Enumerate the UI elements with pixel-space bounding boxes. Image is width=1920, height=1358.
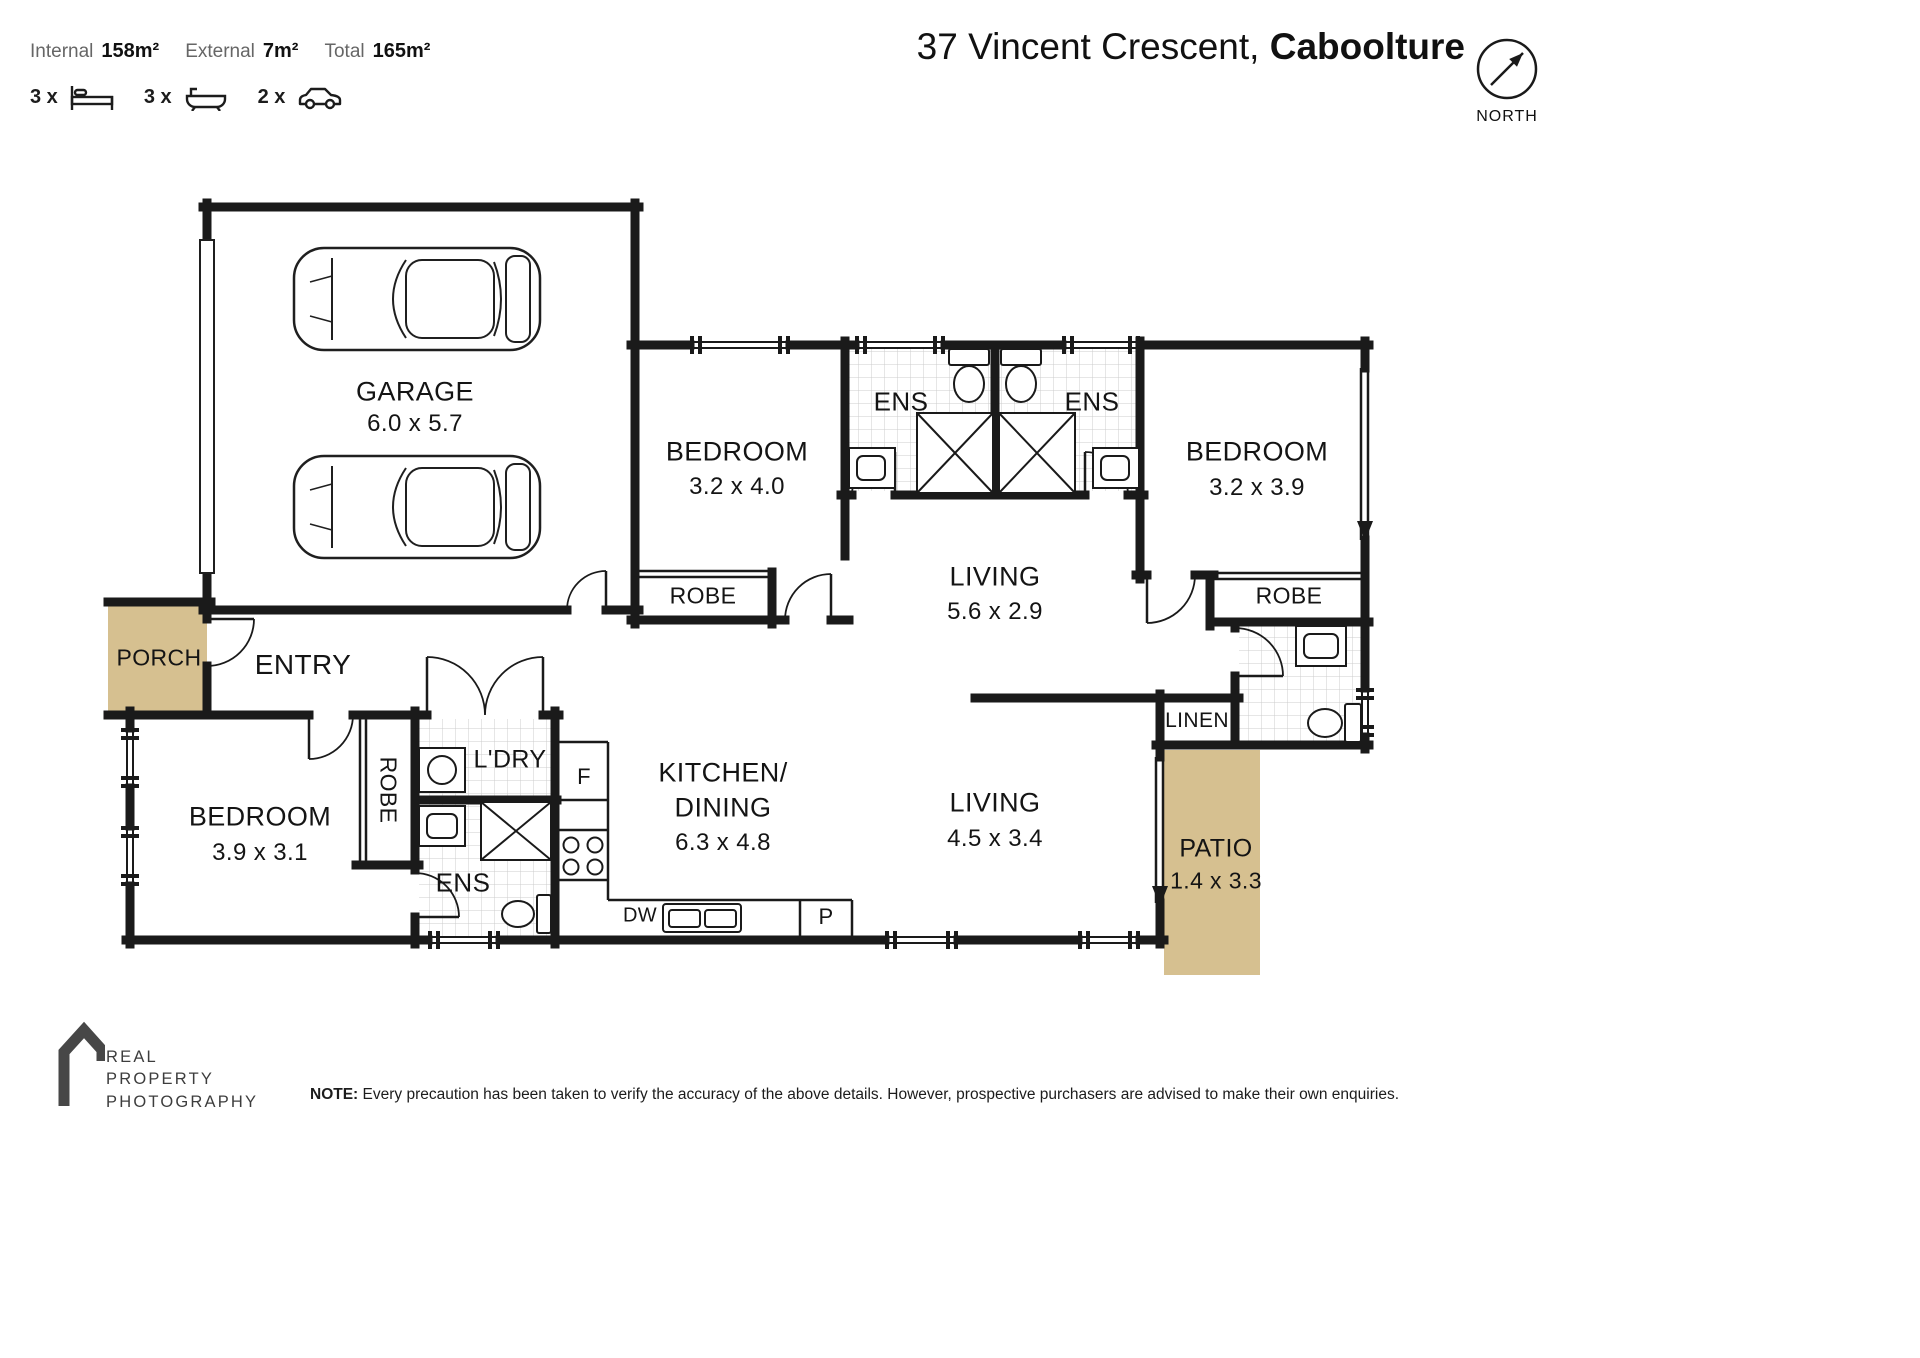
toilet-icon xyxy=(1000,348,1042,366)
walls xyxy=(103,198,1374,949)
kitchen-fixtures xyxy=(557,740,854,940)
car-icon xyxy=(299,87,342,109)
toilet-icon xyxy=(1344,703,1362,743)
porch-label: PORCH xyxy=(116,644,202,671)
ens-top-left-label: ENS xyxy=(873,386,929,417)
bed-count: 3 x xyxy=(30,86,58,108)
ens-lower-label: ENS xyxy=(435,867,491,898)
toilet-icon xyxy=(948,348,990,366)
kitchen-sink-icon xyxy=(662,903,742,933)
total-value: 165m² xyxy=(372,40,431,62)
car-bottom-icon xyxy=(292,454,542,560)
pantry-label: P xyxy=(818,904,834,929)
slider-arrow-right xyxy=(1357,521,1373,541)
bedroom-top-label: BEDROOM xyxy=(665,436,809,467)
porch-floor xyxy=(108,602,207,715)
note-text: Every precaution has been taken to verif… xyxy=(362,1086,1400,1103)
bedroom-right-label: BEDROOM xyxy=(1185,436,1329,467)
laundry-label: L'DRY xyxy=(473,745,547,774)
robe-right-label: ROBE xyxy=(1255,582,1323,609)
fridge-label: F xyxy=(577,764,591,789)
brand-logo xyxy=(57,1016,108,1111)
brand-line-2: PROPERTY xyxy=(106,1070,215,1089)
property-address: 37 Vincent Crescent, Caboolture xyxy=(917,26,1465,68)
house-logo-icon xyxy=(58,1021,108,1106)
bedroom-right-dims: 3.2 x 3.9 xyxy=(1209,474,1305,501)
total-label: Total xyxy=(324,41,365,62)
kitchen-label-line1: KITCHEN/ xyxy=(658,757,788,788)
car-count: 2 x xyxy=(257,86,286,108)
dishwasher-label: DW xyxy=(622,904,658,927)
address-suburb: Caboolture xyxy=(1269,26,1465,67)
note-label: NOTE: xyxy=(310,1086,359,1103)
external-value: 7m² xyxy=(262,40,299,62)
north-label: NORTH xyxy=(1476,108,1538,125)
ens-top-right-label: ENS xyxy=(1064,386,1120,417)
car-top-icon xyxy=(292,246,542,352)
patio-label: PATIO xyxy=(1179,834,1253,863)
brand-line-1: REAL xyxy=(106,1048,158,1066)
garage-dims: 6.0 x 5.7 xyxy=(367,410,463,437)
bath-count: 3 x xyxy=(143,86,172,108)
toilet-icon xyxy=(536,894,552,934)
robe-central-label: ROBE xyxy=(669,582,737,609)
robe-left-label: ROBE xyxy=(375,756,402,824)
bath-icon xyxy=(185,87,226,111)
bathroom-fixtures xyxy=(418,348,1362,934)
entry-label: ENTRY xyxy=(254,649,352,680)
kitchen-label-line2: DINING xyxy=(674,792,772,823)
kitchen-dims: 6.3 x 4.8 xyxy=(675,829,771,856)
address-street: 37 Vincent Crescent, xyxy=(916,26,1260,67)
window-ticks xyxy=(121,336,1374,949)
living-rear-label: LIVING xyxy=(949,787,1041,818)
garage-label: GARAGE xyxy=(356,376,474,407)
bedroom-left-dims: 3.9 x 3.1 xyxy=(212,839,308,866)
living-central-dims: 5.6 x 2.9 xyxy=(947,598,1043,625)
compass: NORTH xyxy=(1472,36,1542,126)
garage-door xyxy=(199,239,215,574)
patio-dims: 1.4 x 3.3 xyxy=(1170,867,1262,894)
brand-name: REAL PROPERTY PHOTOGRAPHY xyxy=(106,1046,258,1113)
patio-floor xyxy=(1164,750,1260,975)
internal-label: Internal xyxy=(30,41,94,62)
sliding-doors xyxy=(358,368,1370,903)
compass-icon xyxy=(1476,38,1538,100)
bedroom-left-label: BEDROOM xyxy=(188,801,332,832)
bedroom-top-dims: 3.2 x 4.0 xyxy=(689,473,785,500)
feature-counts: 3 x 3 x 2 x xyxy=(30,84,357,111)
disclaimer-note: NOTE: Every precaution has been taken to… xyxy=(310,1086,1399,1104)
cooktop-icon xyxy=(562,836,604,876)
living-rear-dims: 4.5 x 3.4 xyxy=(947,825,1043,852)
living-central-label: LIVING xyxy=(949,561,1041,592)
brand-line-3: PHOTOGRAPHY xyxy=(106,1092,259,1111)
area-stats: Internal 158m² External 7m² Total 165m² xyxy=(30,40,430,63)
linen-label: LINEN xyxy=(1165,709,1229,732)
internal-value: 158m² xyxy=(101,40,160,62)
external-label: External xyxy=(185,41,255,62)
bed-icon xyxy=(70,85,114,110)
slider-arrow-patio xyxy=(1152,886,1168,906)
